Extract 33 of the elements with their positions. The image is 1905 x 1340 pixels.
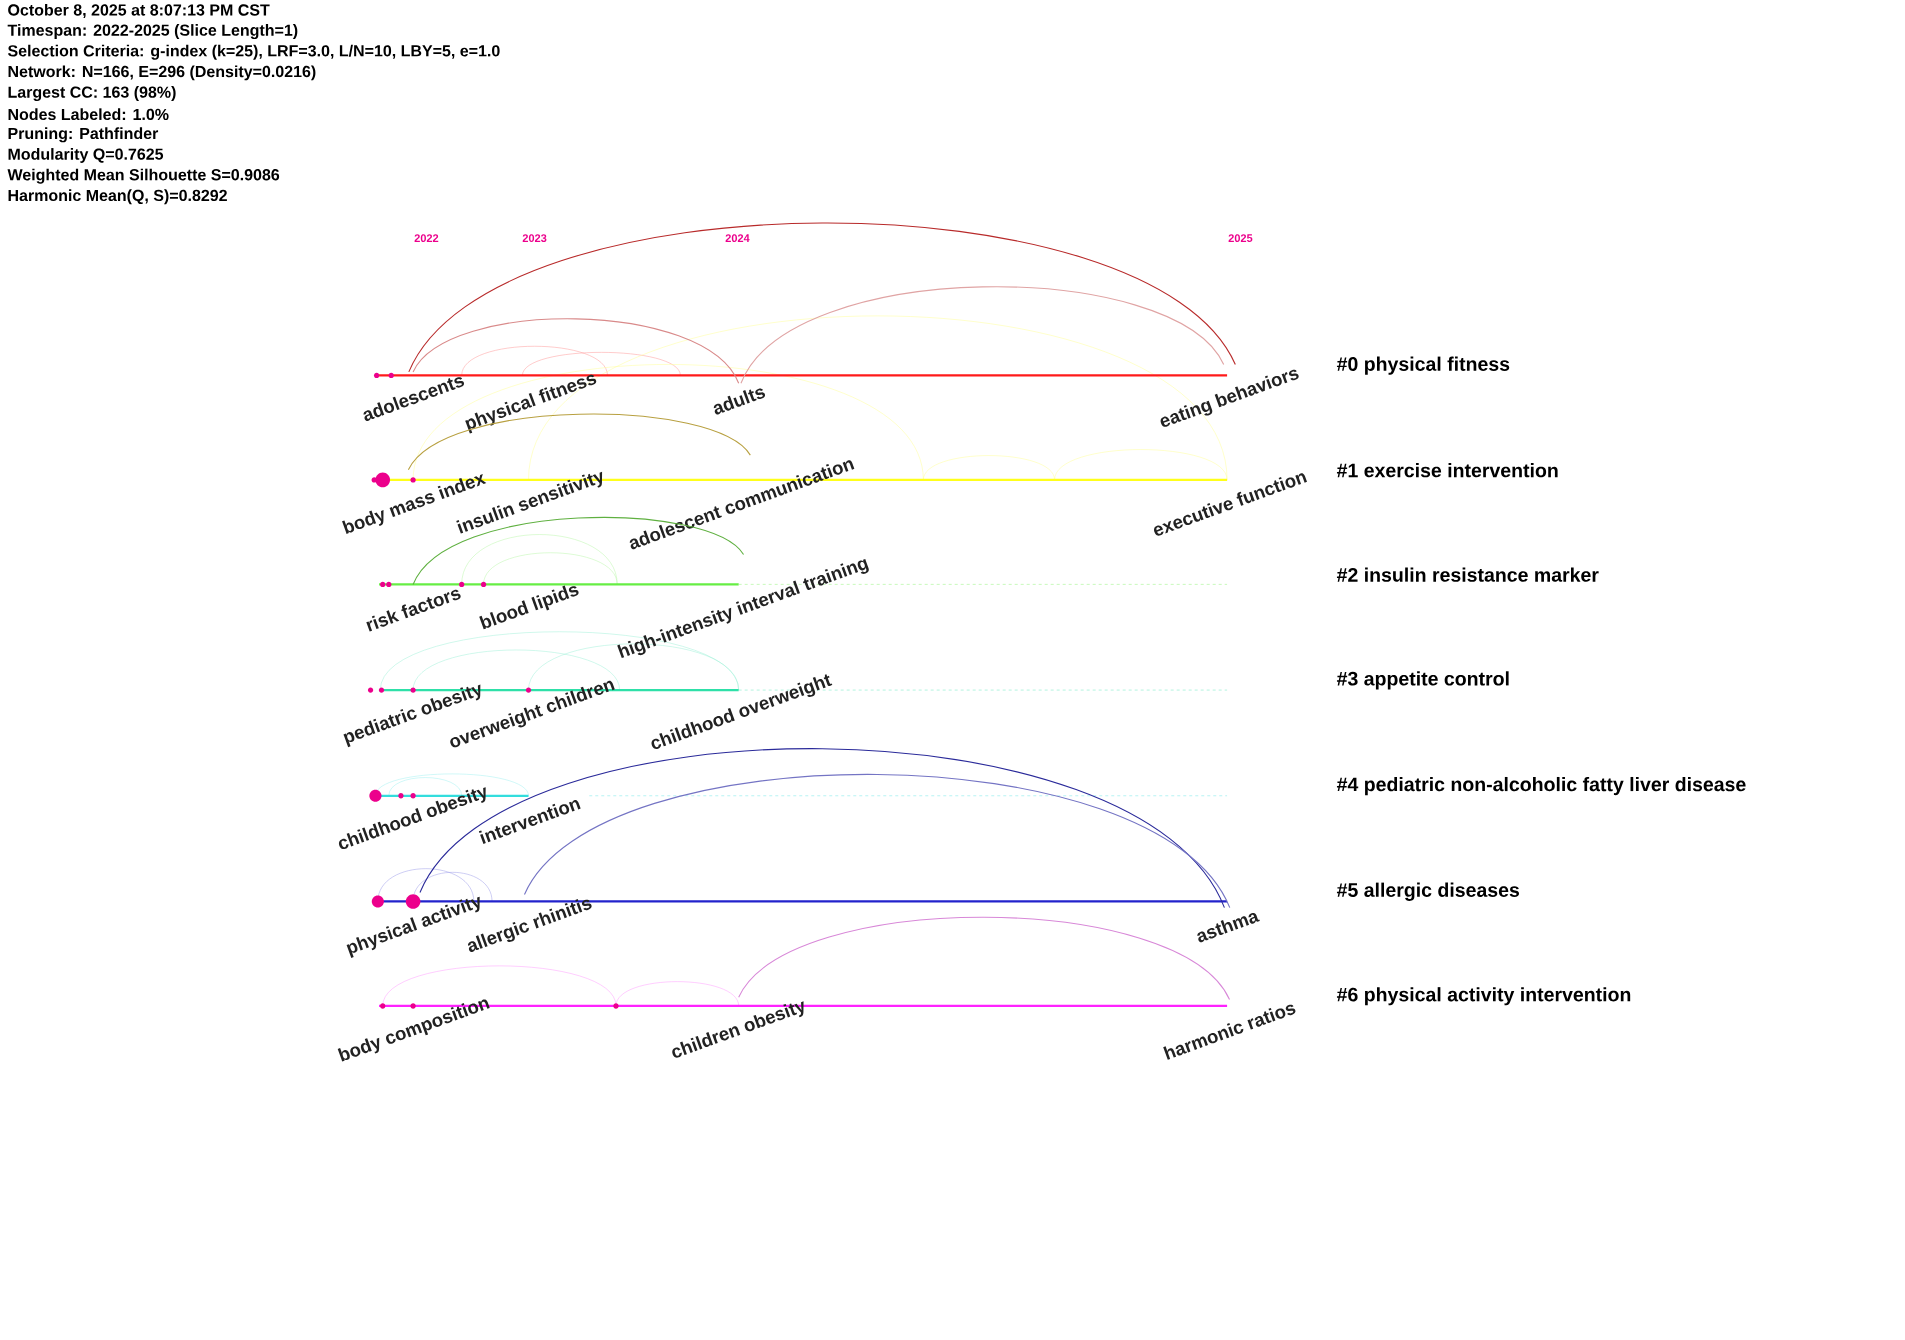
arc: [412, 318, 740, 384]
header-text: Weighted Mean Silhouette S=0.9086: [7, 168, 280, 184]
header-text: Modularity Q=0.7625: [8, 148, 164, 163]
keyword-label: adults: [713, 388, 766, 415]
keyword-label: blood lipids: [479, 585, 579, 630]
cluster-label: #4 pediatric non-alcoholic fatty liver disease: [1336, 776, 1746, 796]
year-label: 2023: [522, 234, 547, 242]
year-label: 2024: [725, 234, 750, 242]
arc: [407, 413, 751, 471]
keyword-label: asthma: [1197, 912, 1260, 943]
cluster-label: #5 allergic diseases: [1336, 882, 1519, 901]
cluster-label: #2 insulin resistance marker: [1336, 567, 1599, 582]
cluster-label: #1 exercise intervention: [1336, 463, 1558, 478]
year-label: 2025: [1228, 234, 1253, 242]
header-text: Timespan: 2022-2025 (Slice Length=1): [7, 24, 298, 40]
arc: [419, 748, 1225, 909]
arc: [740, 286, 1225, 384]
header-text: Pruning: Pathfinder: [8, 127, 159, 143]
arc: [523, 773, 1231, 909]
arc: [408, 222, 1236, 373]
cluster-label: #3 appetite control: [1336, 671, 1509, 690]
cluster-label: #0 physical fitness: [1336, 356, 1510, 375]
arc: [412, 517, 745, 586]
header-text: Largest CC: 163 (98%): [8, 86, 176, 101]
year-label: 2022: [414, 234, 439, 242]
header-text: Selection Criteria: g-index (k=25), LRF=3.0, L/N=10, LBY=5, e=1.0: [7, 44, 500, 60]
keyword-label: risk factors: [366, 589, 461, 632]
cluster-label: #6 physical activity intervention: [1336, 987, 1631, 1006]
arc: [738, 916, 1231, 1000]
header-text: Network: N=166, E=296 (Density=0.0216): [8, 65, 316, 81]
header-text: October 8, 2025 at 8:07:13 PM CST: [8, 3, 270, 18]
header-text: Nodes Labeled: 1.0%: [8, 108, 169, 121]
header-text: Harmonic Mean(Q, S)=0.8292: [8, 189, 227, 205]
